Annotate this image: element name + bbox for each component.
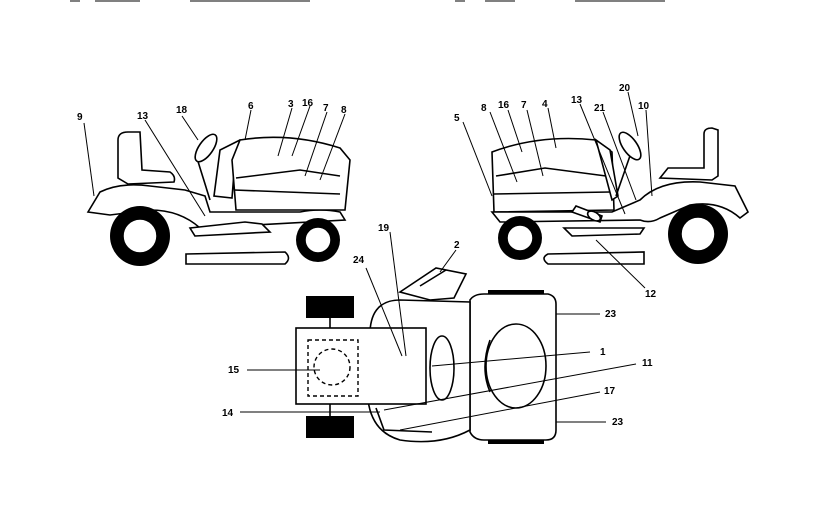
callout-10: 10 [638,101,650,112]
hood [231,136,351,211]
hood-seam [495,167,607,177]
body-frame [490,181,750,223]
callout-2: 2 [454,240,460,251]
callout-5: 5 [454,113,460,124]
callout-24: 24 [353,255,365,266]
tractor-left-side-view [86,131,351,266]
callout-12: 12 [645,289,657,300]
right-callout-lines [462,91,653,289]
top-callout-labels: 19 2 24 23 15 1 11 14 17 23 [222,223,653,428]
mower-deck [543,251,645,265]
tractor-right-side-view [490,127,750,265]
decal-outline [307,339,359,397]
footrest [188,221,272,237]
left-callout-lines [83,105,346,217]
callout-21: 21 [594,103,606,114]
mower-deck [185,251,290,265]
callout-17: 17 [604,386,616,397]
hood-lower-seam [493,191,611,195]
callout-16: 16 [302,98,314,109]
rear-wheel-hub [122,218,158,254]
callout-8: 8 [481,103,487,114]
hood-lower-seam [233,189,341,195]
seat [658,127,719,181]
callout-7: 7 [521,100,527,111]
right-callout-labels: 5 8 16 7 4 13 21 20 10 12 [454,83,657,300]
callout-3: 3 [288,99,294,110]
rear-tire-bottom [306,416,354,438]
callout-1: 1 [600,347,606,358]
footrest [562,227,646,237]
steering-wheel [618,131,642,161]
rear-wheel-hub [680,216,716,252]
callout-13: 13 [137,111,149,122]
callout-9: 9 [77,112,83,123]
dash-panel [485,323,547,409]
callout-20: 20 [619,83,631,94]
callout-8: 8 [341,105,347,116]
front-wheel-hub [304,226,332,254]
callout-15: 15 [228,365,240,376]
callout-18: 18 [176,105,188,116]
steering-wheel-top [429,335,455,401]
callout-14: 14 [222,408,234,419]
rear-tire-top [306,296,354,318]
steering-column [615,149,633,197]
callout-16: 16 [498,100,510,111]
tractor-top-view [295,267,557,444]
callout-23-bottom: 23 [612,417,624,428]
callout-6: 6 [248,101,254,112]
lever-knob [586,210,602,222]
callout-13: 13 [571,95,583,106]
decal-circle [313,348,351,386]
callout-19: 19 [378,223,390,234]
callout-11: 11 [642,358,653,369]
callout-7: 7 [323,103,329,114]
steering-wheel [194,133,218,163]
callout-23-top: 23 [605,309,617,320]
seat [117,131,176,185]
front-wheel-hub [506,224,534,252]
top-callout-lines [240,231,637,431]
hood-seam [235,169,341,179]
discharge-chute [398,267,468,301]
callout-4: 4 [542,99,548,110]
left-callout-labels: 9 13 18 6 3 16 7 8 [77,98,347,123]
